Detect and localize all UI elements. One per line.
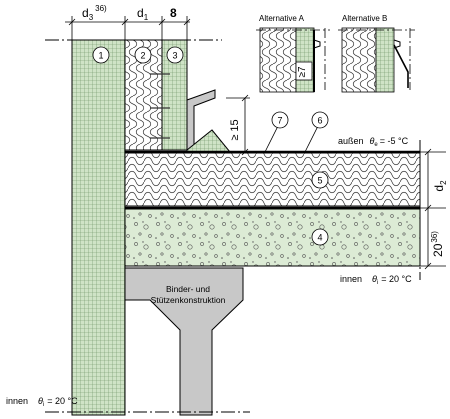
binder-label-2: Stützenkonstruktion (151, 295, 226, 305)
dim-15 (226, 94, 250, 156)
marker-4: 4 (311, 228, 329, 246)
leader-7 (264, 125, 279, 153)
dim-20 (420, 208, 446, 270)
leader-6 (304, 125, 319, 153)
binder-column (124, 267, 244, 416)
wall-insulation (124, 39, 163, 151)
alternative-b-label: Alternative B (342, 14, 387, 23)
dim-15-label: ≥ 15 (229, 119, 241, 140)
marker-1: 1 (92, 46, 110, 64)
svg-text:5: 5 (317, 176, 322, 186)
marker-2: 2 (134, 46, 152, 64)
dim-d1-label: d1 (137, 6, 149, 22)
dim-d2 (420, 148, 446, 212)
dim-20-label: 2036) (430, 231, 445, 257)
svg-text:4: 4 (317, 233, 322, 243)
top-dimension-lines (65, 16, 191, 40)
wall-anchors (150, 73, 170, 139)
dim-d3-label: d336) (82, 4, 107, 22)
marker-6: 6 (311, 111, 329, 129)
marker-5: 5 (311, 171, 329, 189)
svg-text:1: 1 (98, 51, 103, 61)
alternative-a-label: Alternative A (259, 14, 305, 23)
binder-label-1: Binder- und (166, 284, 210, 294)
roof-insulation (124, 152, 421, 207)
dim-7-label: ≥7 (297, 66, 308, 77)
alternative-a-detail (256, 25, 330, 93)
alternative-b-detail (338, 25, 415, 93)
concrete-slab (124, 208, 421, 267)
svg-text:7: 7 (277, 116, 282, 126)
svg-text:2: 2 (140, 51, 145, 61)
marker-3: 3 (166, 46, 184, 64)
svg-text:6: 6 (317, 116, 322, 126)
dim-d2-label: d2 (432, 180, 448, 192)
svg-text:3: 3 (172, 51, 177, 61)
dim-8-label: 8 (170, 6, 177, 20)
masonry-wall (71, 39, 126, 416)
marker-7: 7 (271, 111, 289, 129)
facing-masonry (161, 39, 188, 151)
